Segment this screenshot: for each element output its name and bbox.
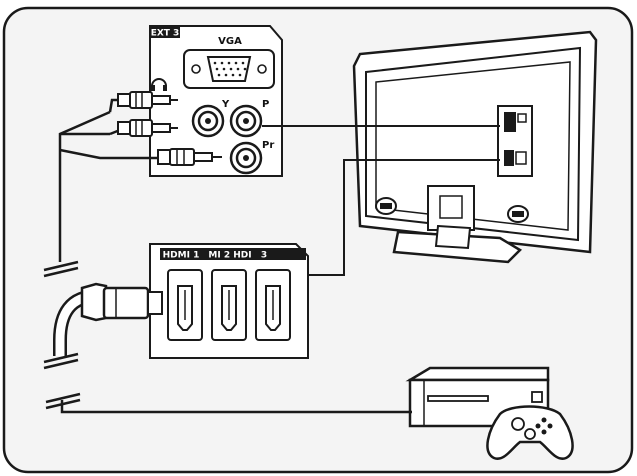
ext3-badge-bg (150, 26, 180, 38)
pr-label: Pr (262, 140, 274, 151)
pr-jack (229, 141, 263, 175)
y-label: Y (221, 99, 230, 110)
hdmi-2-label: MI 2 HDI (208, 251, 251, 261)
pb-jack (229, 104, 263, 138)
cable-break-mark-component (43, 260, 79, 278)
connection-wires (262, 125, 500, 276)
hdmi-3-label: 3 (261, 251, 267, 261)
hdmi-label-bar (160, 248, 306, 260)
hdmi-port-3 (255, 269, 291, 341)
hdmi-cable (53, 282, 163, 356)
tv-icon (352, 30, 598, 264)
rca-plug-pr (157, 148, 222, 166)
y-jack (191, 104, 225, 138)
cable-break-mark-console (45, 392, 81, 410)
rca-plug-pb (117, 119, 178, 137)
hdmi-1-label: HDMI 1 (163, 251, 200, 261)
ext3-badge: EXT 3 (151, 29, 180, 39)
game-controller-icon (486, 405, 574, 460)
rca-plug-y (117, 91, 178, 109)
hdmi-port-2 (211, 269, 247, 341)
hdmi-panel: HDMI 1 MI 2 HDI 3 (149, 243, 309, 359)
vga-label: VGA (218, 36, 242, 47)
pb-label: P (262, 99, 269, 110)
headphone-icon (151, 78, 167, 91)
ext3-panel: EXT 3 VGA Y (149, 25, 283, 177)
hdmi-port-1 (167, 269, 203, 341)
vga-port (183, 49, 275, 89)
cable-break-mark-hdmi (43, 352, 79, 370)
